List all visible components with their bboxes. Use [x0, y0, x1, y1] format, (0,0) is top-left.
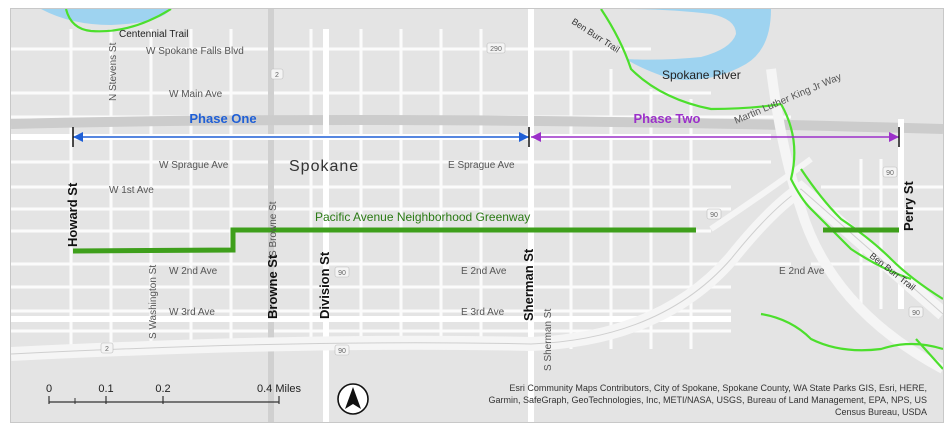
trail-label-centennial: Centennial Trail [119, 29, 188, 40]
svg-text:90: 90 [912, 310, 920, 317]
scale-bar: 0 0.1 0.2 0.4 Miles [41, 380, 341, 410]
route-shield-90-e: 90 [908, 306, 924, 318]
interstate-90-centerline [11, 188, 943, 355]
major-street-howard: Howard St [65, 182, 80, 247]
scale-tick-3: 0.4 Miles [257, 383, 302, 395]
street-label-second-e-east: E 2nd Ave [779, 266, 825, 277]
street-label-washington: S Washington St [148, 265, 159, 339]
svg-text:2: 2 [275, 72, 279, 79]
street-label-third-w: W 3rd Ave [169, 307, 215, 318]
svg-text:90: 90 [338, 270, 346, 277]
major-street-division: Division St [317, 251, 332, 319]
scale-tick-1: 0.1 [98, 383, 113, 395]
route-shield-90-d: 90 [882, 166, 898, 178]
route-shield-290: 290 [486, 42, 506, 54]
street-label-sherman-small: S Sherman St [543, 309, 554, 371]
svg-text:2: 2 [105, 346, 109, 353]
street-label-sprague-w: W Sprague Ave [159, 160, 229, 171]
route-shield-90-a: 90 [334, 266, 350, 278]
greenway-label: Pacific Avenue Neighborhood Greenway [315, 210, 530, 224]
route-shield-2-a: 2 [100, 342, 114, 354]
street-label-second-w: W 2nd Ave [169, 266, 218, 277]
minor-streets-vertical [69, 29, 883, 349]
city-label: Spokane [289, 158, 359, 175]
ramp [709, 156, 813, 232]
scale-tick-0: 0 [46, 383, 52, 395]
phase-two-extent [531, 127, 900, 147]
river-label: Spokane River [662, 68, 741, 82]
street-label-spokane-falls: W Spokane Falls Blvd [146, 46, 244, 57]
phase-two-label: Phase Two [634, 111, 701, 126]
svg-text:90: 90 [338, 348, 346, 355]
svg-text:90: 90 [886, 170, 894, 177]
phase-one-label: Phase One [189, 111, 256, 126]
river-east [621, 9, 771, 80]
street-label-stevens: N Stevens St [108, 42, 119, 101]
major-street-browne: Browne St [265, 254, 280, 319]
mlk-way [766, 68, 943, 374]
major-street-perry: Perry St [901, 180, 916, 231]
svg-text:90: 90 [710, 212, 718, 219]
svg-text:290: 290 [490, 46, 502, 53]
street-label-third-e: E 3rd Ave [461, 307, 505, 318]
street-label-first: W 1st Ave [109, 185, 154, 196]
route-shield-2-b: 2 [270, 68, 284, 80]
street-label-sprague-e: E Sprague Ave [448, 160, 515, 171]
trail-network [64, 9, 943, 370]
street-label-second-e: E 2nd Ave [461, 266, 507, 277]
river-north-west [41, 9, 171, 25]
phase-one-extent [72, 127, 530, 147]
map-canvas[interactable]: Phase One Phase Two Centennial Trail W S… [11, 9, 943, 422]
north-arrow-icon [336, 382, 370, 416]
map-attribution: Esri Community Maps Contributors, City o… [488, 383, 927, 417]
route-shield-90-c: 90 [706, 208, 722, 220]
major-street-sherman: Sherman St [521, 248, 536, 321]
scale-tick-2: 0.2 [155, 383, 170, 395]
map-frame[interactable]: Phase One Phase Two Centennial Trail W S… [10, 8, 944, 423]
street-label-browne-small: S Browne St [268, 201, 279, 257]
route-shield-90-b: 90 [334, 344, 350, 356]
street-label-main: W Main Ave [169, 89, 223, 100]
greenway-phase-one-route [72, 227, 696, 254]
